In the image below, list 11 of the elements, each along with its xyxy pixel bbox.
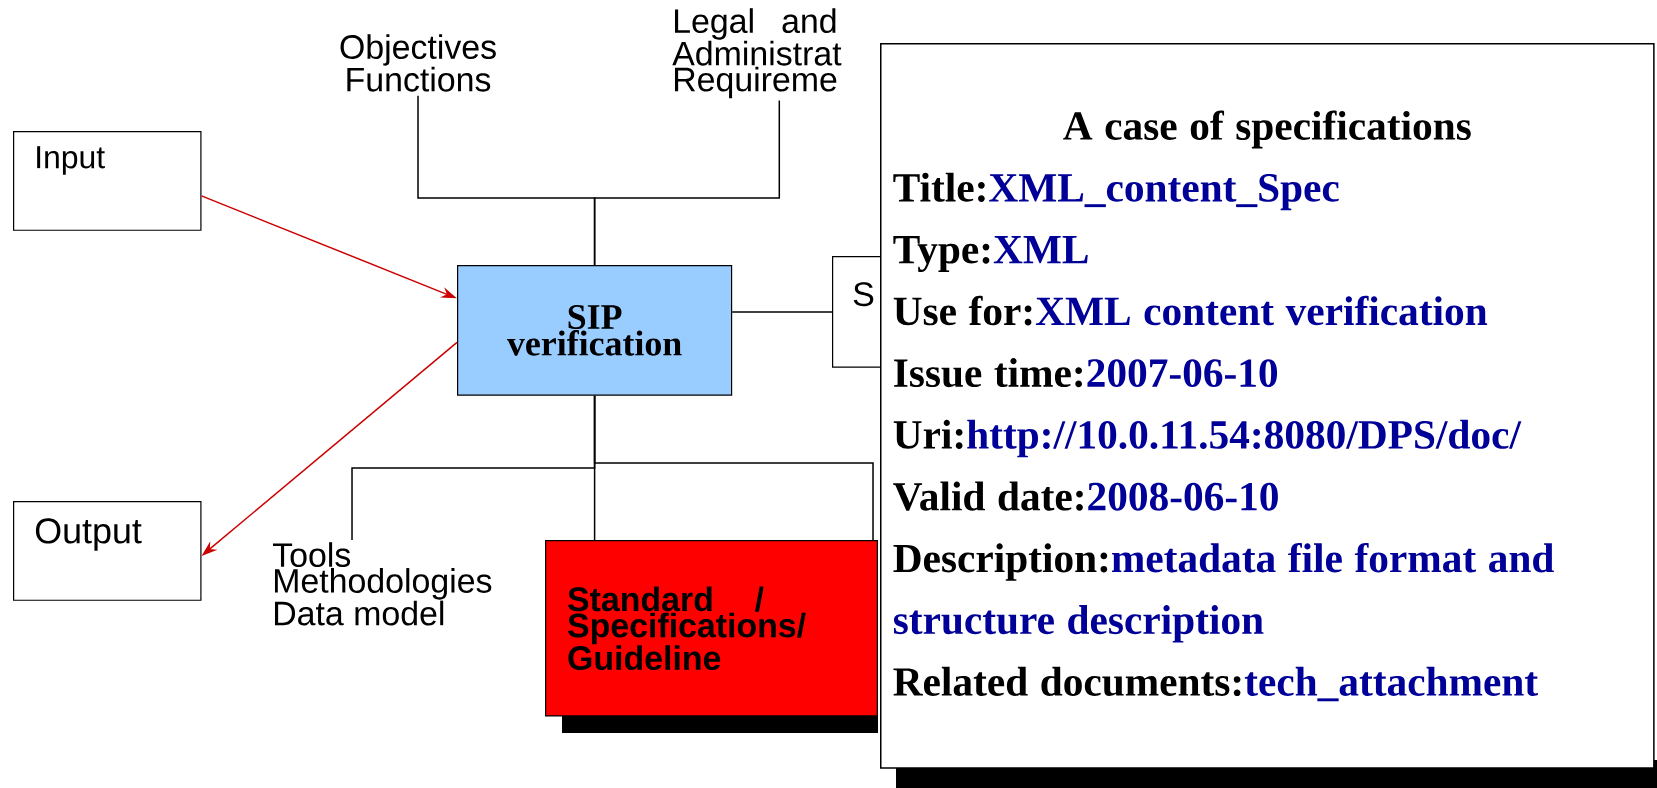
requirement-label: Legal and Administrat Requireme bbox=[672, 8, 842, 99]
connector-line bbox=[731, 311, 833, 313]
resource-label: Tools Methodologies Data model bbox=[272, 542, 492, 626]
output-box: Output bbox=[13, 501, 202, 601]
process-box: SIP verification bbox=[457, 265, 733, 396]
standard-box: Standard / Specifications/ Guideline bbox=[545, 540, 878, 733]
connector-line bbox=[593, 394, 874, 541]
specification-card: A case of specifications Title:XML_content_Spec Type:XML Use for:XML content verification Issue time:2007-06-10 Uri:http://10.0.11.54:8080/DPS/doc/ Valid date:2008-06-10 Description:metadata file format and structure description Related documents:tech_attachment bbox=[880, 43, 1657, 788]
connector-line bbox=[593, 99, 781, 266]
requirement-label: Objectives Functions bbox=[340, 34, 496, 92]
input-box: Input bbox=[13, 131, 202, 231]
